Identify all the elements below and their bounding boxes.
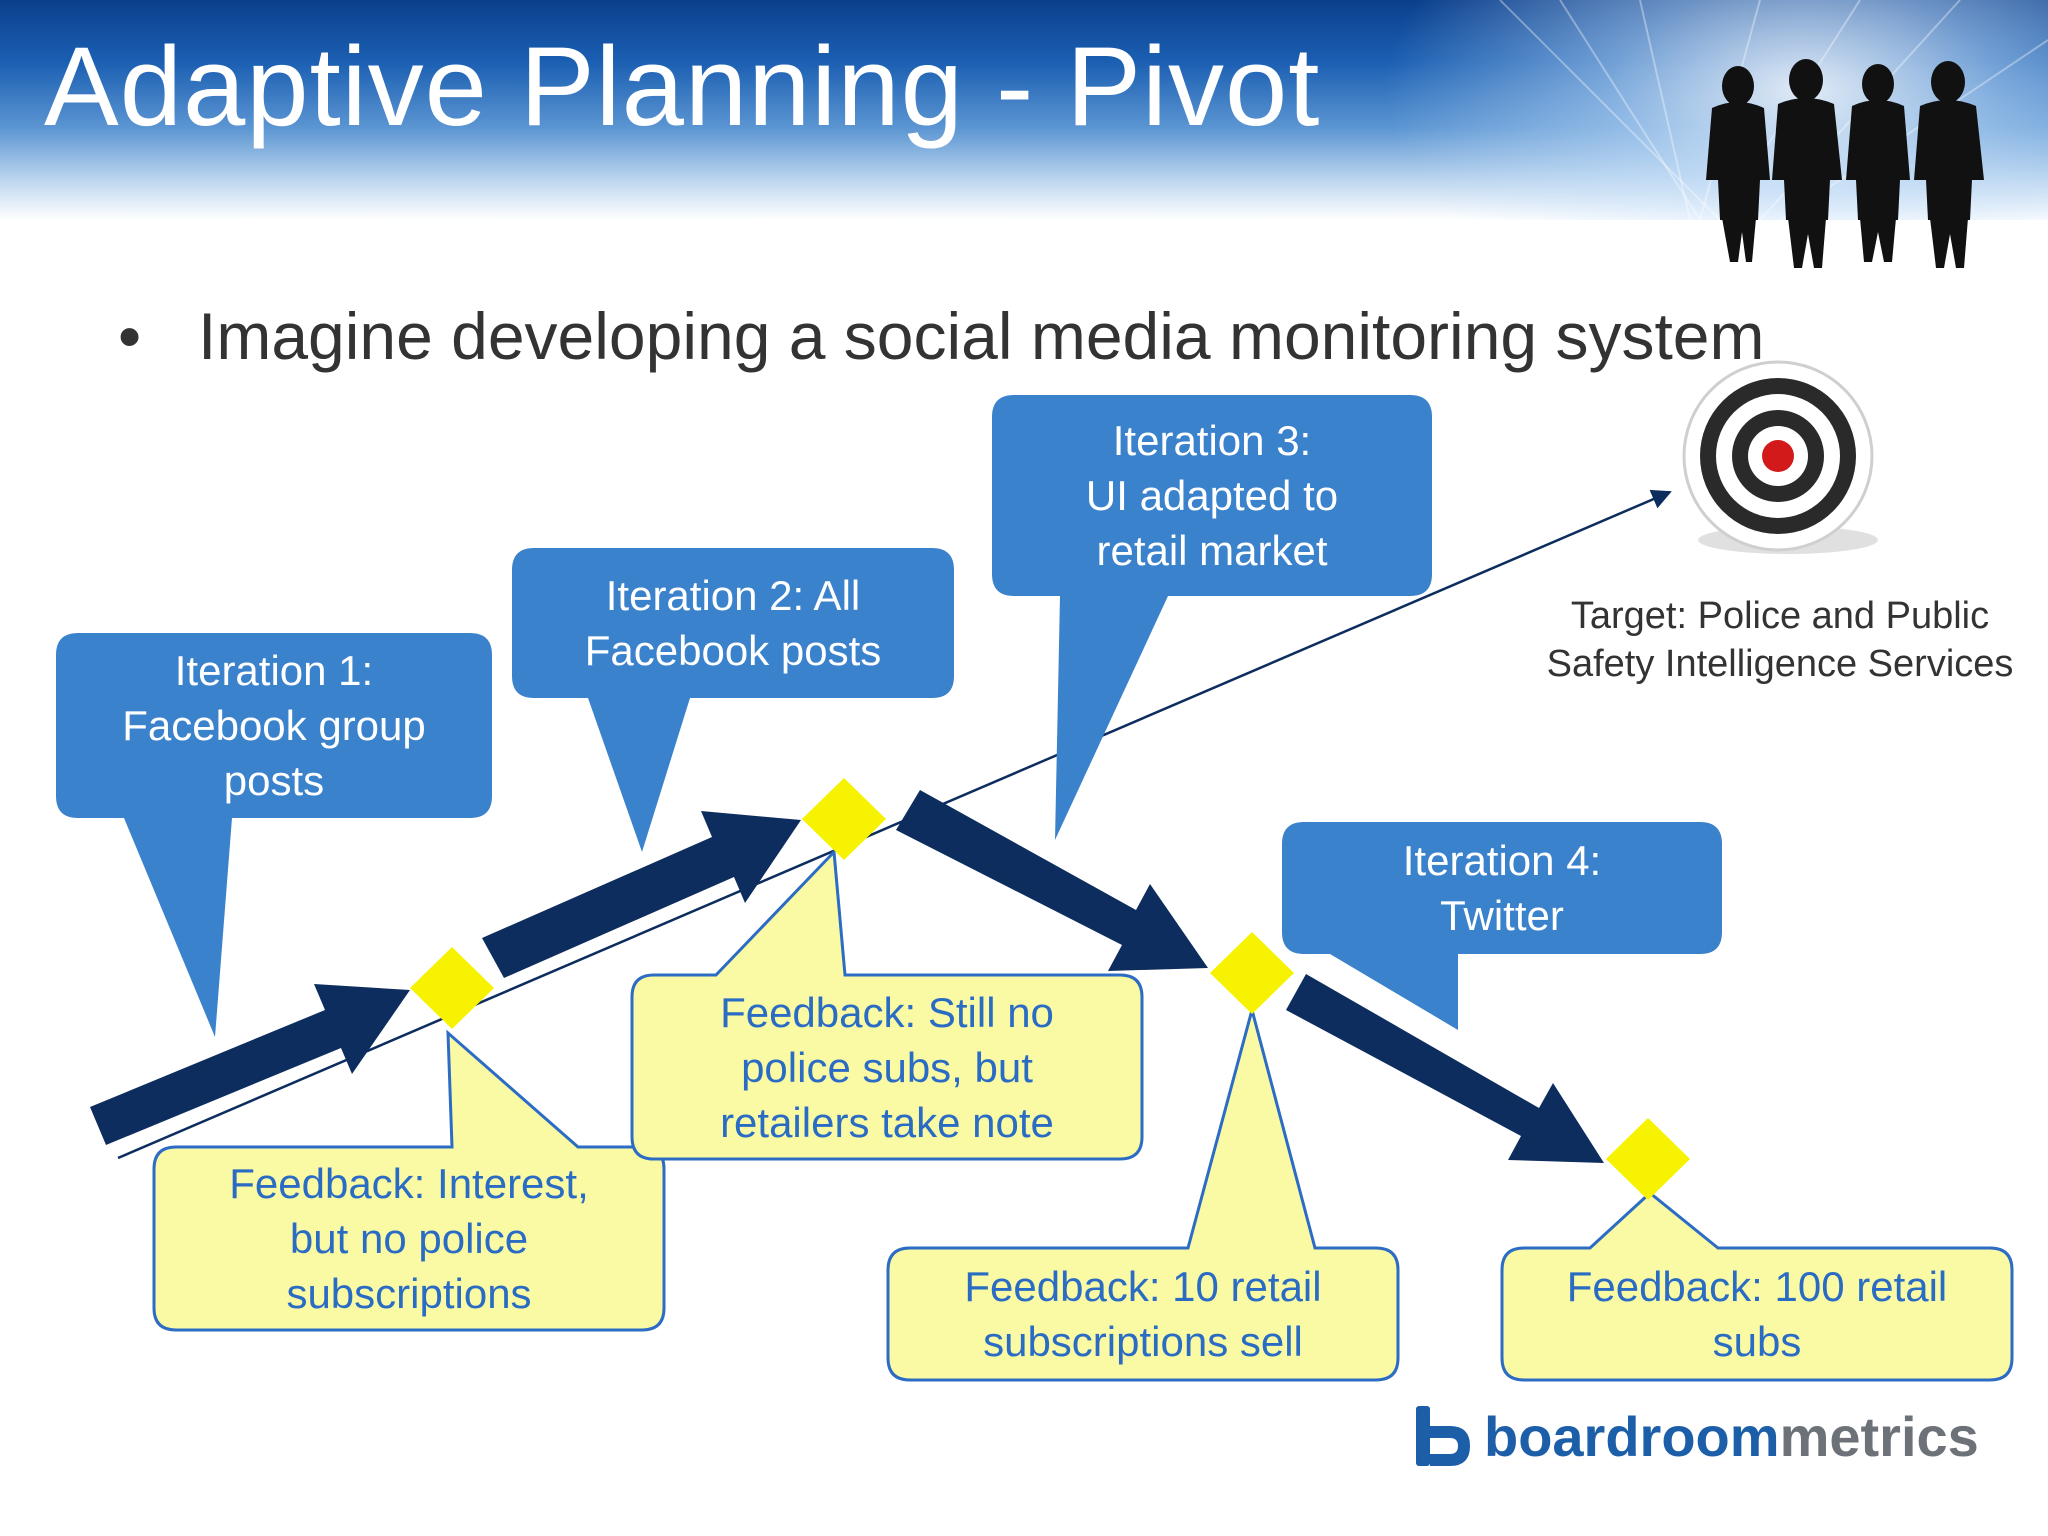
logo-word-metrics: metrics — [1779, 1404, 1979, 1468]
path-arrow-2 — [482, 811, 801, 978]
bullet-dot-icon: • — [118, 299, 142, 373]
iteration-callout-4 — [1282, 822, 1722, 1030]
bullet-point: • Imagine developing a social media monit… — [118, 298, 1764, 374]
milestone-diamond-3 — [1210, 932, 1294, 1014]
feedback-callout-3 — [886, 1004, 1400, 1382]
header-decoration — [1499, 0, 2048, 220]
iteration-callout-2 — [512, 548, 954, 852]
iteration-callout-1 — [56, 633, 492, 1037]
target-label: Target: Police and Public Safety Intelli… — [1546, 595, 2014, 685]
path-arrow-4 — [1286, 974, 1604, 1163]
bullet-text: Imagine developing a social media monito… — [198, 299, 1765, 373]
bullseye-target-icon — [1682, 360, 1878, 554]
milestone-diamond-2 — [802, 778, 886, 860]
path-arrow-3 — [896, 790, 1208, 971]
path-arrow-1 — [90, 984, 410, 1145]
logo-word-boardroom: boardroom — [1484, 1404, 1780, 1468]
people-legs — [1722, 218, 1968, 268]
boardroom-logo-icon — [1416, 1406, 1470, 1466]
target-plan-line — [117, 489, 1672, 1160]
people-silhouette-icon — [1706, 59, 1984, 220]
milestone-diamond-1 — [410, 947, 494, 1029]
feedback-callout-4 — [1500, 1191, 2014, 1382]
header-banner: Adaptive Planning - Pivot — [0, 0, 2048, 220]
iteration-callout-3 — [992, 395, 1432, 840]
feedback-callout-2 — [630, 848, 1144, 1161]
iteration-4-label: Iteration 4:Twitter — [1402, 837, 1602, 939]
milestone-diamond-4 — [1606, 1118, 1690, 1200]
slide-title: Adaptive Planning - Pivot — [44, 24, 1321, 149]
